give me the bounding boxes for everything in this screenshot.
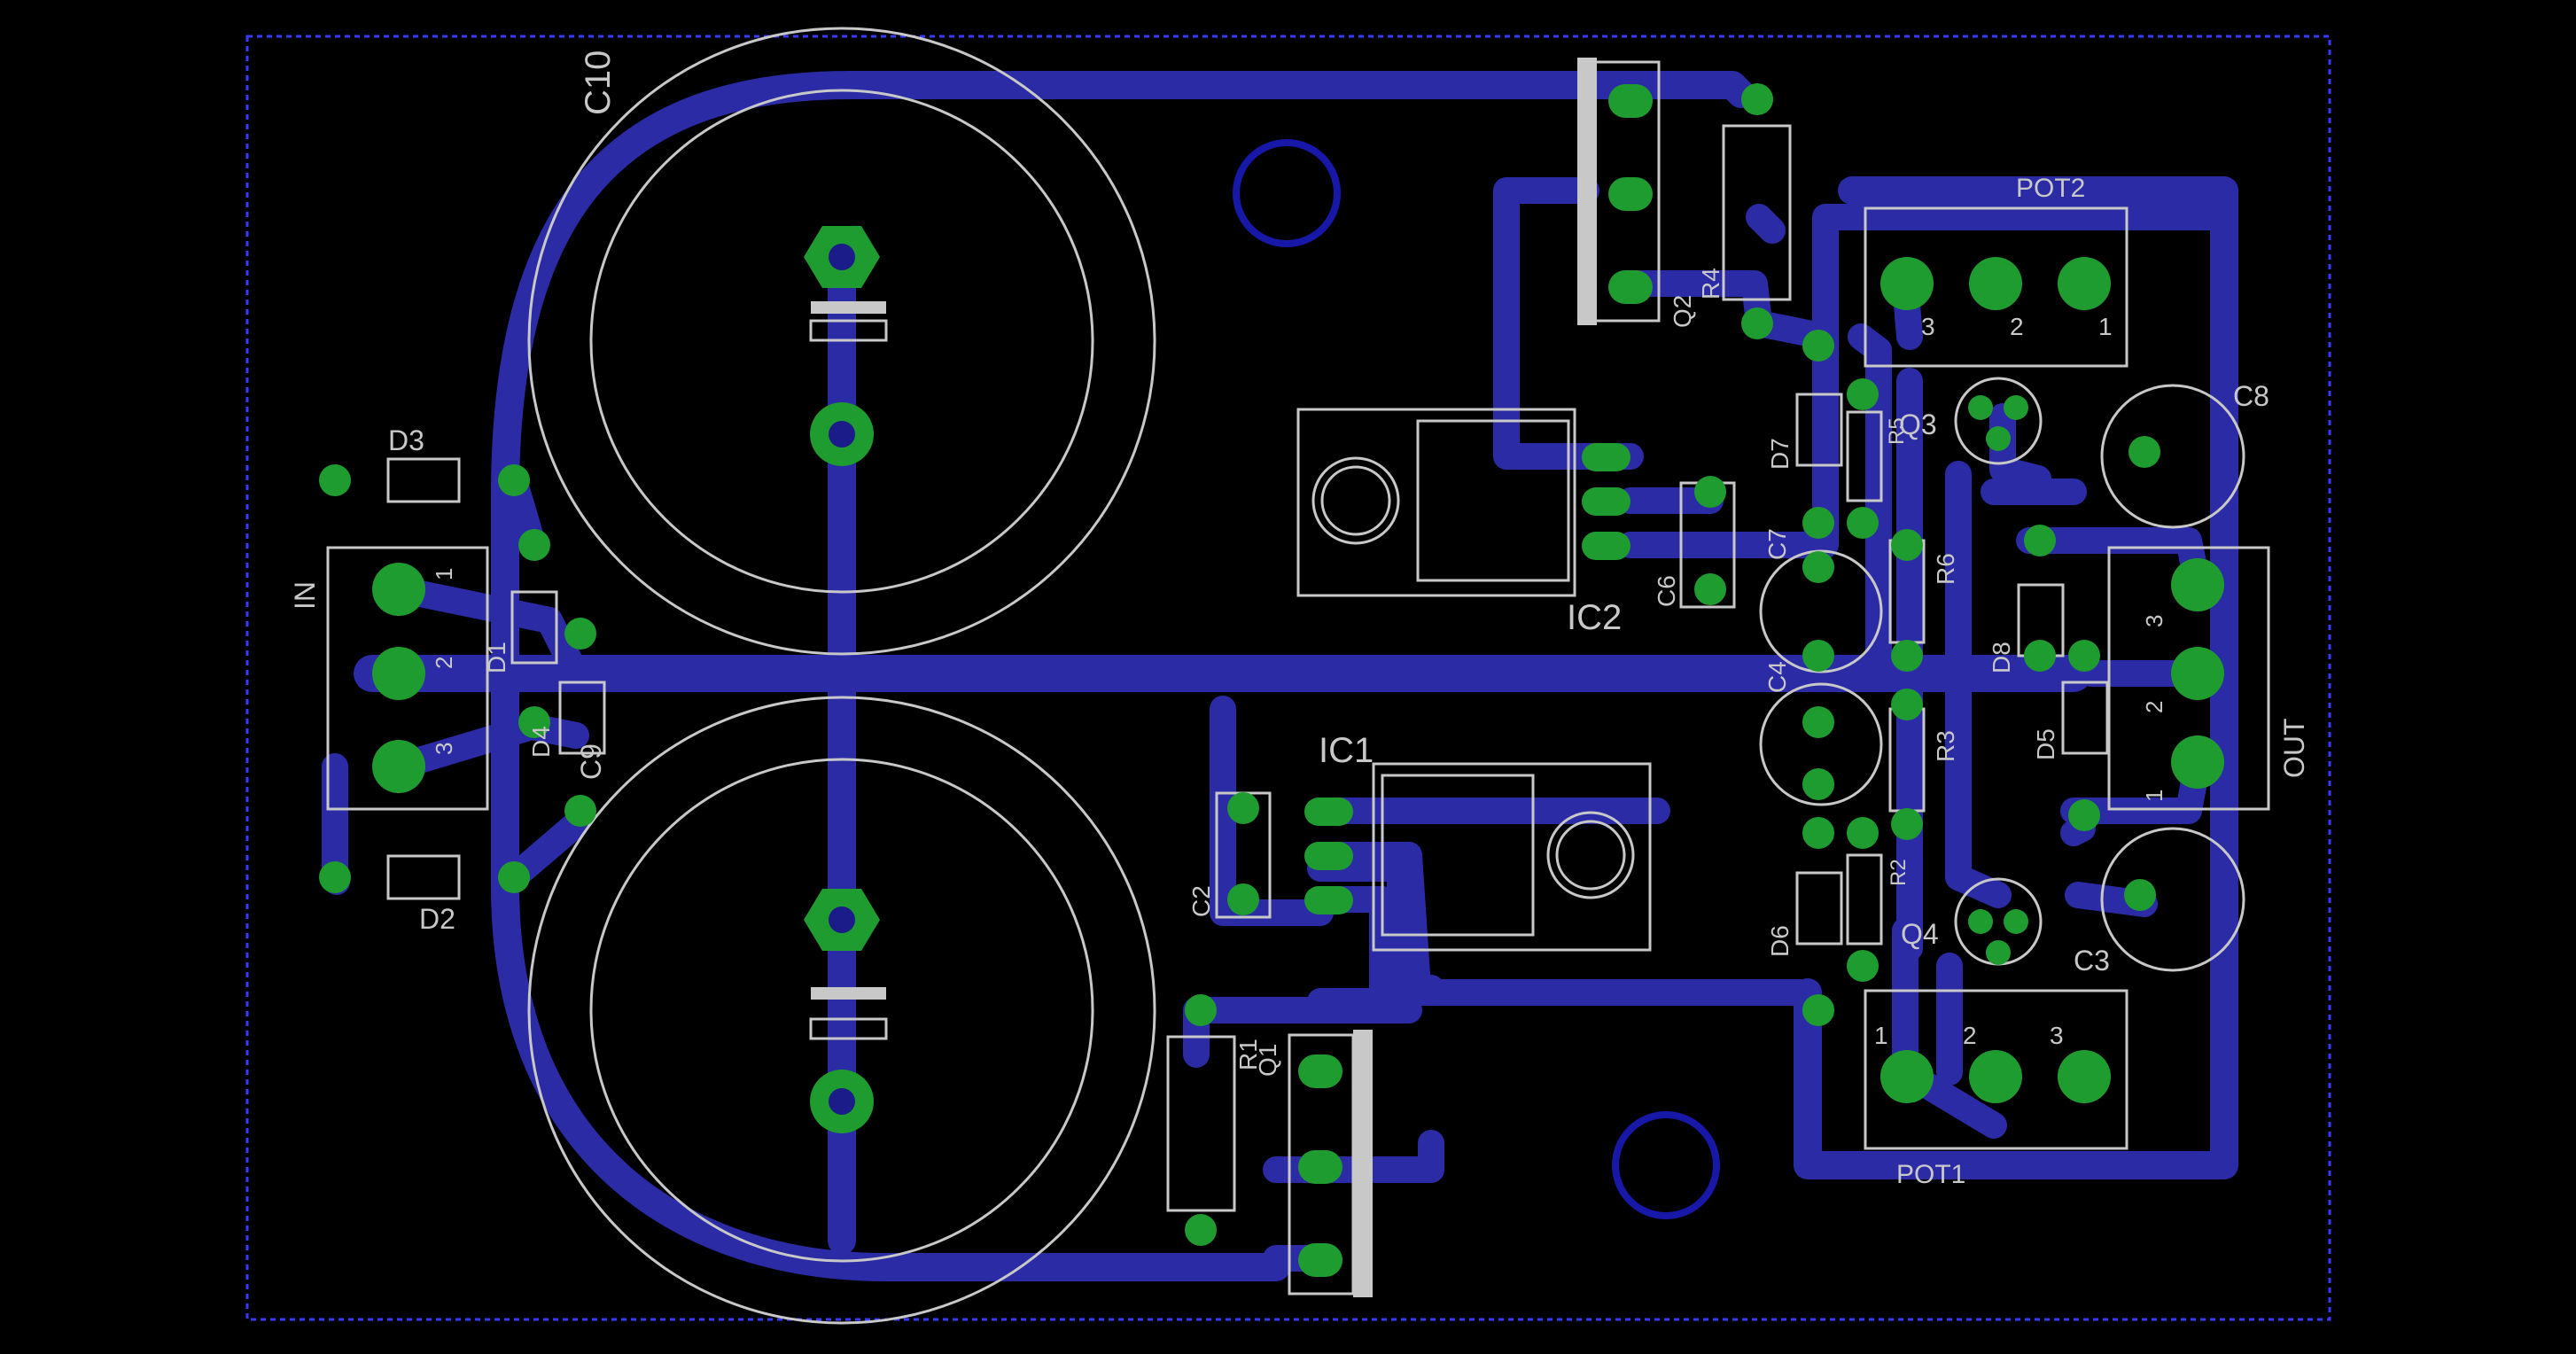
- label-pot1-pin2: 2: [1963, 1022, 1977, 1049]
- label-d2: D2: [419, 903, 455, 935]
- label-pot1: POT1: [1896, 1160, 1965, 1189]
- label-c7: C7: [1763, 528, 1791, 560]
- label-in: IN: [289, 581, 321, 610]
- label-r2: R2: [1887, 859, 1911, 886]
- mounting-hole: [1233, 139, 1341, 247]
- c4-outline: [1759, 682, 1883, 806]
- d7-outline: [1795, 393, 1843, 467]
- ic1-outline: [1372, 762, 1652, 952]
- d4-outline: [558, 681, 606, 755]
- q1-tab: [1353, 1030, 1373, 1297]
- label-out: OUT: [2278, 718, 2310, 778]
- mounting-hole: [1612, 1111, 1720, 1219]
- c9-outline: [527, 696, 1156, 1325]
- r1-outline: [1166, 1035, 1236, 1212]
- in-connector-outline: [326, 546, 489, 811]
- label-c10: C10: [579, 51, 618, 115]
- label-q4: Q4: [1901, 918, 1939, 950]
- label-in-pin3: 3: [431, 743, 457, 755]
- c7-outline: [1759, 549, 1883, 673]
- pot1-outline: [1864, 989, 2129, 1150]
- label-d5: D5: [2032, 728, 2059, 760]
- label-in-pin1: 1: [431, 568, 457, 580]
- copper-traces: [322, 71, 2238, 1281]
- label-c9: C9: [575, 743, 607, 780]
- label-d8: D8: [1988, 642, 2015, 673]
- label-r4: R4: [1697, 268, 1724, 300]
- label-d3: D3: [388, 424, 424, 456]
- label-ic1: IC1: [1319, 731, 1374, 770]
- label-q2: Q2: [1669, 295, 1696, 328]
- label-d6: D6: [1766, 925, 1794, 957]
- pot2-outline: [1864, 206, 2129, 368]
- label-c4: C4: [1763, 661, 1791, 693]
- label-ic2: IC2: [1567, 598, 1622, 637]
- label-pot2-pin2: 2: [2010, 313, 2024, 340]
- label-out-pin1: 1: [2141, 790, 2167, 802]
- q3-outline: [1954, 377, 2043, 465]
- r4-outline: [1722, 124, 1792, 301]
- pads: [319, 83, 2224, 1277]
- board-outline: [245, 35, 2331, 1321]
- label-pot1-pin3: 3: [2050, 1022, 2064, 1049]
- d2-outline: [386, 854, 461, 900]
- c8-outline: [2100, 384, 2245, 529]
- label-pot1-pin1: 1: [1874, 1022, 1888, 1049]
- label-in-pin2: 2: [431, 657, 457, 669]
- label-d4: D4: [527, 726, 555, 758]
- label-pot2-pin3: 3: [1921, 313, 1935, 340]
- label-pot2-pin1: 1: [2098, 313, 2113, 340]
- label-c8: C8: [2233, 380, 2269, 412]
- silkscreen: [326, 27, 2270, 1325]
- label-q1: Q1: [1254, 1044, 1281, 1077]
- d1-outline: [510, 590, 558, 665]
- label-c6: C6: [1653, 575, 1680, 607]
- q2-tab: [1577, 58, 1597, 325]
- out-connector-outline: [2107, 546, 2270, 811]
- component-labels: C10 C9 D3 D2 D1 D4 IN 1 2 3 IC1 IC2 Q1 Q…: [289, 51, 2310, 1189]
- c10-outline: [527, 27, 1156, 656]
- label-d1: D1: [483, 642, 510, 673]
- label-r6: R6: [1932, 553, 1959, 585]
- d6-outline: [1795, 871, 1843, 945]
- c3-outline: [2100, 827, 2245, 972]
- label-out-pin2: 2: [2141, 701, 2167, 713]
- ic2-outline: [1296, 408, 1576, 597]
- label-r3: R3: [1932, 730, 1959, 762]
- label-r5: R5: [1885, 417, 1909, 445]
- label-c3: C3: [2074, 945, 2110, 977]
- label-out-pin3: 3: [2141, 615, 2167, 627]
- d5-outline: [2061, 681, 2109, 755]
- label-r1: R1: [1234, 1039, 1262, 1070]
- label-d7: D7: [1766, 438, 1794, 470]
- d3-outline: [386, 457, 461, 503]
- label-pot2: POT2: [2016, 174, 2085, 203]
- label-q3: Q3: [1899, 409, 1937, 440]
- label-c2: C2: [1187, 885, 1215, 917]
